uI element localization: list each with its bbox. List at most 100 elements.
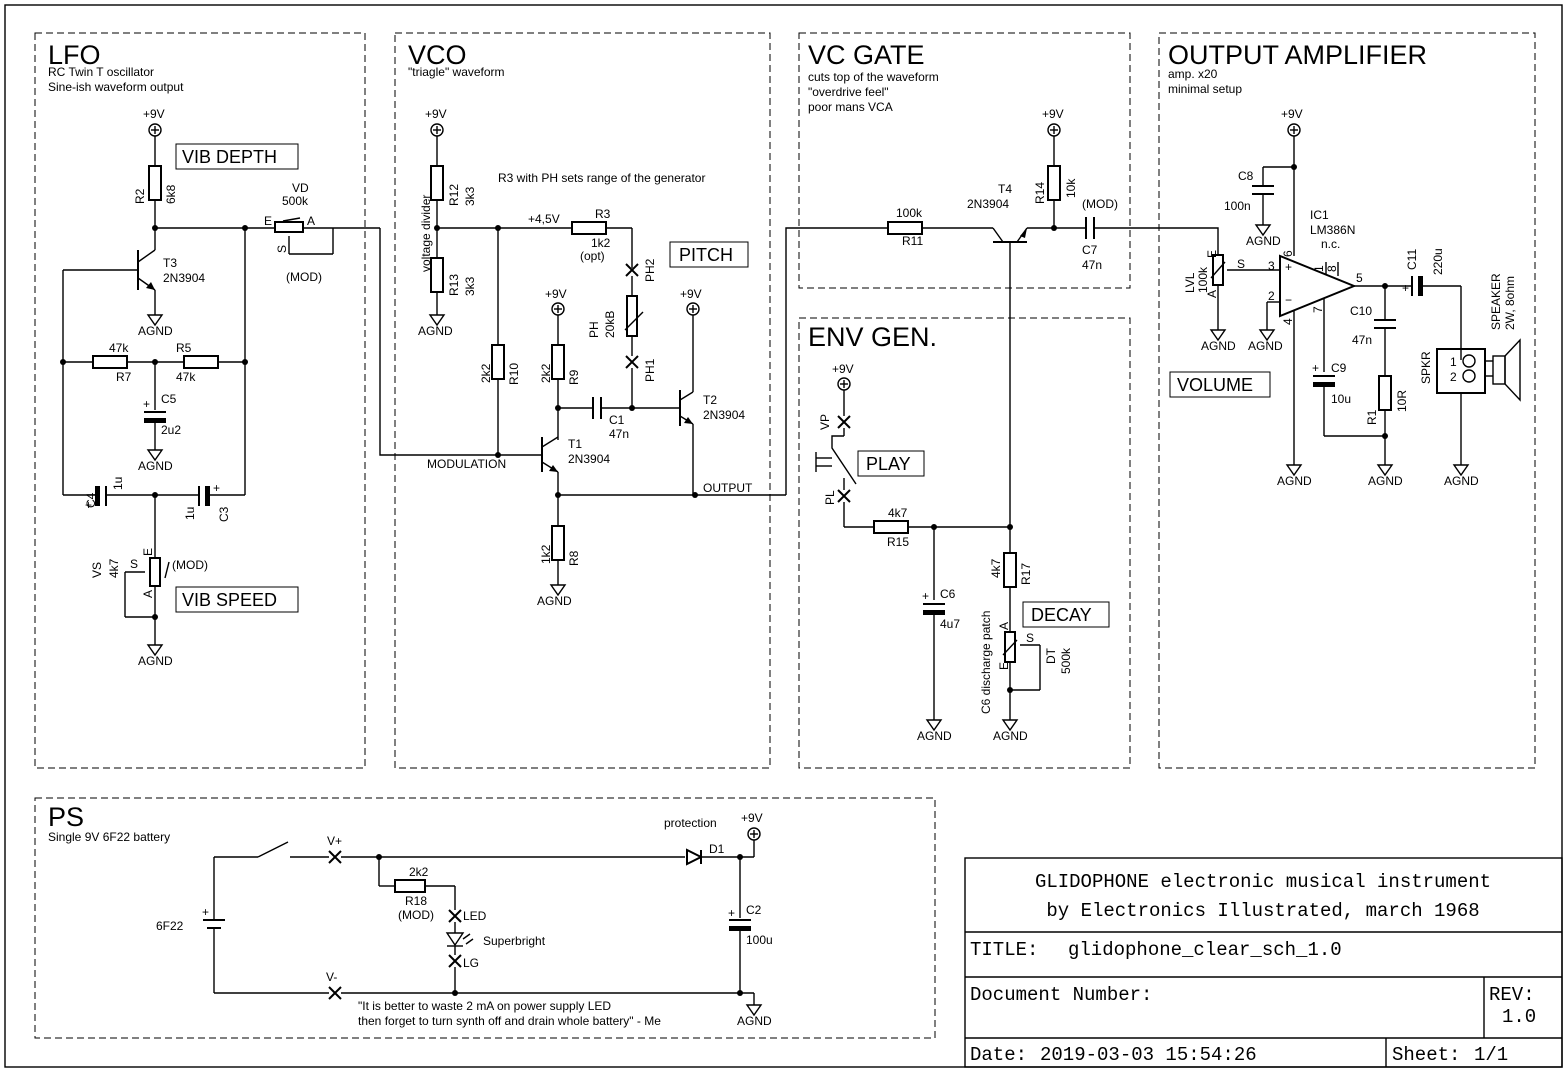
c1-name: C1 bbox=[609, 413, 625, 427]
vco-9v-label-3: +9V bbox=[680, 287, 702, 301]
vco-title: VCO bbox=[408, 40, 467, 70]
lvl-value: 100k bbox=[1196, 266, 1210, 293]
r12-name: R12 bbox=[447, 184, 461, 206]
agnd-label: AGND bbox=[993, 729, 1028, 743]
dt-pin-a: A bbox=[997, 622, 1011, 630]
r14-name: R14 bbox=[1033, 182, 1047, 204]
tb-docnum-label: Document Number: bbox=[970, 984, 1152, 1006]
outamp-circuit: +9V AGND C8 100n IC1 LM386N n.c. + − 3 2… bbox=[1183, 107, 1521, 488]
r5-value: 47k bbox=[176, 370, 196, 384]
svg-text:+: + bbox=[1285, 260, 1292, 274]
battery-label: 6F22 bbox=[156, 919, 184, 933]
pin-vplus bbox=[328, 850, 342, 864]
diode-d1 bbox=[686, 848, 704, 866]
vminus-label: V- bbox=[326, 970, 337, 984]
voltage-divider-label: voltage divider bbox=[419, 195, 433, 272]
lvl-pin-e: E bbox=[1205, 250, 1219, 258]
amp-9v-label: +9V bbox=[1281, 107, 1303, 121]
r9-value: 2k2 bbox=[539, 363, 553, 383]
c7-name: C7 bbox=[1082, 243, 1098, 257]
v45-label: +4,5V bbox=[528, 212, 560, 226]
lfo-9v-label: +9V bbox=[143, 107, 165, 121]
t2-type: 2N3904 bbox=[703, 408, 745, 422]
outamp-title: OUTPUT AMPLIFIER bbox=[1168, 40, 1427, 70]
c4-value: 1u bbox=[111, 477, 125, 490]
pin-vminus bbox=[328, 986, 342, 1000]
led-label: LED bbox=[463, 909, 487, 923]
r5-name: R5 bbox=[176, 341, 192, 355]
lvl-name: LVL bbox=[1183, 272, 1197, 293]
superbright-label: Superbright bbox=[483, 934, 546, 948]
t1-type: 2N3904 bbox=[568, 452, 610, 466]
ic1-nc: n.c. bbox=[1321, 237, 1340, 251]
play-switch bbox=[831, 435, 857, 485]
decay-label: DECAY bbox=[1031, 605, 1092, 625]
lfo-desc-1: RC Twin T oscillator bbox=[48, 65, 154, 79]
lg-label: LG bbox=[463, 956, 479, 970]
c8-value: 100n bbox=[1224, 199, 1251, 213]
section-env-gen: ENV GEN. bbox=[798, 317, 1131, 769]
section-vco: VCO "triagle" waveform bbox=[394, 32, 771, 769]
sheet-frame bbox=[4, 4, 1563, 1068]
output-label: OUTPUT bbox=[703, 481, 753, 495]
vs-mod-label: (MOD) bbox=[172, 558, 208, 572]
vco-9v-label-2: +9V bbox=[545, 287, 567, 301]
lfo-title: LFO bbox=[48, 40, 101, 70]
r17-value: 4k7 bbox=[989, 558, 1003, 578]
outamp-desc-1: amp. x20 bbox=[1168, 67, 1218, 81]
svg-text:−: − bbox=[1285, 293, 1292, 307]
pin-ph1 bbox=[625, 355, 639, 369]
r2-name: R2 bbox=[133, 188, 147, 204]
vcgate-desc-2: "overdrive feel" bbox=[808, 85, 889, 99]
ph1-label: PH1 bbox=[643, 358, 657, 382]
resistor-r7 bbox=[92, 355, 128, 369]
c9-name: C9 bbox=[1331, 361, 1347, 375]
svg-text:+: + bbox=[922, 589, 929, 603]
ic-pin7: 7 bbox=[1311, 306, 1325, 313]
agnd-label: AGND bbox=[418, 324, 453, 338]
wire-lfo-to-modulation bbox=[379, 228, 498, 456]
lvl-pin-a: A bbox=[1205, 290, 1219, 298]
resistor-r15 bbox=[873, 520, 909, 534]
pl-label: PL bbox=[823, 490, 837, 505]
r2-value: 6k8 bbox=[164, 184, 178, 204]
c11-value: 220u bbox=[1431, 248, 1445, 275]
pin-ph2 bbox=[625, 263, 639, 277]
tb-title-label: TITLE: bbox=[970, 939, 1038, 961]
ph-value: 20kB bbox=[603, 311, 617, 338]
d1-label: D1 bbox=[709, 842, 725, 856]
wire-vcgate-to-volume bbox=[1094, 227, 1219, 255]
vplus-label: V+ bbox=[327, 834, 342, 848]
vib-depth-label: VIB DEPTH bbox=[182, 147, 277, 167]
ps-desc-1: Single 9V 6F22 battery bbox=[48, 830, 170, 844]
vs-pin-s: S bbox=[130, 557, 138, 571]
svg-text:+: + bbox=[202, 905, 209, 919]
potentiometer-vs bbox=[149, 557, 161, 587]
pin-led bbox=[448, 909, 462, 923]
modulation-label: MODULATION bbox=[427, 457, 506, 471]
envgen-title: ENV GEN. bbox=[808, 322, 937, 352]
spkr-label: SPKR bbox=[1419, 351, 1433, 384]
t4-type: 2N3904 bbox=[967, 197, 1009, 211]
r7-value: 47k bbox=[109, 341, 129, 355]
section-output-amplifier: OUTPUT AMPLIFIER amp. x20 minimal setup bbox=[1158, 32, 1536, 769]
ic-pin3: 3 bbox=[1268, 259, 1275, 273]
vco-circuit: +9V R12 3k3 voltage divider R13 3k3 AGND… bbox=[418, 107, 786, 608]
r3-value: 1k2 bbox=[591, 236, 611, 250]
vs-pin-e: E bbox=[141, 548, 155, 556]
r12-value: 3k3 bbox=[463, 186, 477, 206]
potentiometer-vd bbox=[274, 221, 304, 233]
vcgate-desc-3: poor mans VCA bbox=[808, 100, 893, 114]
agnd-label: AGND bbox=[737, 1014, 772, 1028]
c3-name: C3 bbox=[217, 506, 231, 522]
speaker-icon bbox=[1492, 355, 1506, 385]
section-lfo: LFO RC Twin T oscillator Sine-ish wavefo… bbox=[34, 32, 366, 769]
r10-name: R10 bbox=[507, 363, 521, 385]
r10-value: 2k2 bbox=[479, 363, 493, 383]
c1-value: 47n bbox=[609, 427, 629, 441]
c11-name: C11 bbox=[1405, 249, 1419, 270]
r8-name: R8 bbox=[567, 550, 581, 566]
envgen-9v-label: +9V bbox=[832, 362, 854, 376]
r13-value: 3k3 bbox=[463, 276, 477, 296]
